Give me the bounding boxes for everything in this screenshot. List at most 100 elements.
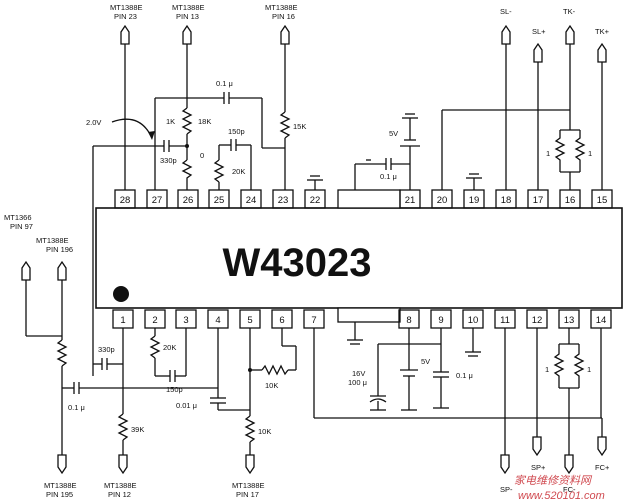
label-c-001: 0.01 μ	[176, 401, 197, 410]
pin-8: 8	[406, 315, 411, 326]
label-pin97-a: MT1366	[4, 213, 32, 222]
label-20k-bot: 20K	[163, 343, 176, 352]
terminal-sl-minus	[501, 25, 511, 45]
label-pin13-a: MT1388E	[172, 3, 205, 12]
pin-19: 19	[469, 195, 480, 206]
terminal-pin196	[57, 261, 67, 281]
pin-27: 27	[152, 195, 163, 206]
terminal-pin23	[120, 25, 130, 45]
pin-25: 25	[214, 195, 225, 206]
label-pin23-a: MT1388E	[110, 3, 143, 12]
pin-16: 16	[565, 195, 576, 206]
label-150p-top: 150p	[228, 127, 245, 136]
resistor-15k	[279, 111, 291, 139]
pin-15: 15	[597, 195, 608, 206]
pin-21: 21	[405, 195, 416, 206]
label-fc-plus: FC+	[595, 463, 610, 472]
label-5v-bot: 5V	[421, 357, 430, 366]
resistor-tk-right	[574, 130, 586, 172]
label-pin195-a: MT1388E	[44, 481, 77, 490]
label-100u: 100 μ	[348, 378, 367, 387]
label-pin196-a: MT1388E	[36, 236, 69, 245]
label-sp-plus: SP+	[531, 463, 546, 472]
terminal-pin12	[118, 454, 128, 474]
resistor-fc-right	[573, 344, 585, 388]
resistor-20k-top	[213, 159, 225, 183]
terminal-pin17	[245, 454, 255, 474]
label-pin12-b: PIN 12	[108, 490, 131, 499]
label-tk-right: 1	[588, 149, 592, 158]
label-15k: 15K	[293, 122, 306, 131]
terminal-tk-plus	[597, 43, 607, 63]
arrow-2v	[111, 118, 153, 139]
pin-1: 1	[120, 315, 125, 326]
resistor-10k-pin17	[244, 415, 256, 443]
ic-name: W43023	[223, 241, 372, 285]
pin-18: 18	[501, 195, 512, 206]
resistor-39k	[117, 413, 129, 441]
label-tk-plus: TK+	[595, 27, 610, 36]
label-150p-bot: 150p	[166, 385, 183, 394]
electrolytic-cap	[369, 395, 387, 403]
label-16v: 16V	[352, 369, 365, 378]
label-5v-top: 5V	[389, 129, 398, 138]
label-fc-right: 1	[587, 365, 591, 374]
resistor-1k	[181, 107, 193, 135]
label-2v: 2.0V	[86, 118, 101, 127]
terminal-sp-minus	[500, 454, 510, 474]
label-10k-pin6: 10K	[265, 381, 278, 390]
terminal-fc-minus	[564, 454, 574, 474]
label-sl-plus: SL+	[532, 27, 546, 36]
label-pin17-a: MT1388E	[232, 481, 265, 490]
pin-17: 17	[533, 195, 544, 206]
label-c-01-pin21: 0.1 μ	[380, 172, 397, 181]
terminal-tk-minus	[565, 25, 575, 45]
pin-4: 4	[215, 315, 220, 326]
pin-12: 12	[532, 315, 543, 326]
label-pin195-b: PIN 195	[46, 490, 73, 499]
pin-22: 22	[310, 195, 321, 206]
label-pin17-b: PIN 17	[236, 490, 259, 499]
ic-body	[95, 207, 623, 309]
label-c-top-01: 0.1 μ	[216, 79, 233, 88]
pin-3: 3	[183, 315, 188, 326]
label-18k: 18K	[198, 117, 211, 126]
label-pin23-b: PIN 23	[114, 12, 137, 21]
label-c-01-pin9: 0.1 μ	[456, 371, 473, 380]
watermark-text: 家电维修资料网	[514, 474, 593, 487]
ic-top-tab	[337, 189, 401, 209]
terminal-pin195	[57, 454, 67, 474]
label-39k: 39K	[131, 425, 144, 434]
label-330p-top: 330p	[160, 156, 177, 165]
label-1k: 1K	[166, 117, 175, 126]
pin-9: 9	[438, 315, 443, 326]
label-tk-minus: TK-	[563, 7, 576, 16]
pin-26: 26	[183, 195, 194, 206]
pin-7: 7	[311, 315, 316, 326]
label-10k-pin17: 10K	[258, 427, 271, 436]
resistor-tk-left	[554, 130, 566, 172]
resistor-fc-left	[553, 344, 565, 388]
terminal-pin13	[182, 25, 192, 45]
terminal-sp-plus	[532, 436, 542, 456]
label-pin12-a: MT1388E	[104, 481, 137, 490]
terminal-pin16	[280, 25, 290, 45]
label-sl-minus: SL-	[500, 7, 512, 16]
label-pin16-b: PIN 16	[272, 12, 295, 21]
label-330p-bot: 330p	[98, 345, 115, 354]
label-20k-top: 20K	[232, 167, 245, 176]
resistor-10k-pin6	[261, 364, 289, 376]
pin1-marker	[113, 286, 129, 302]
pin-6: 6	[279, 315, 284, 326]
label-tk-left: 1	[546, 149, 550, 158]
pin-13: 13	[564, 315, 575, 326]
pin-14: 14	[596, 315, 607, 326]
label-pin13-b: PIN 13	[176, 12, 199, 21]
label-pin16-a: MT1388E	[265, 3, 298, 12]
pin-11: 11	[500, 315, 510, 326]
ic-bottom-tab	[337, 307, 401, 323]
pin-20: 20	[437, 195, 448, 206]
terminal-sl-plus	[533, 43, 543, 63]
terminal-pin97	[21, 261, 31, 281]
